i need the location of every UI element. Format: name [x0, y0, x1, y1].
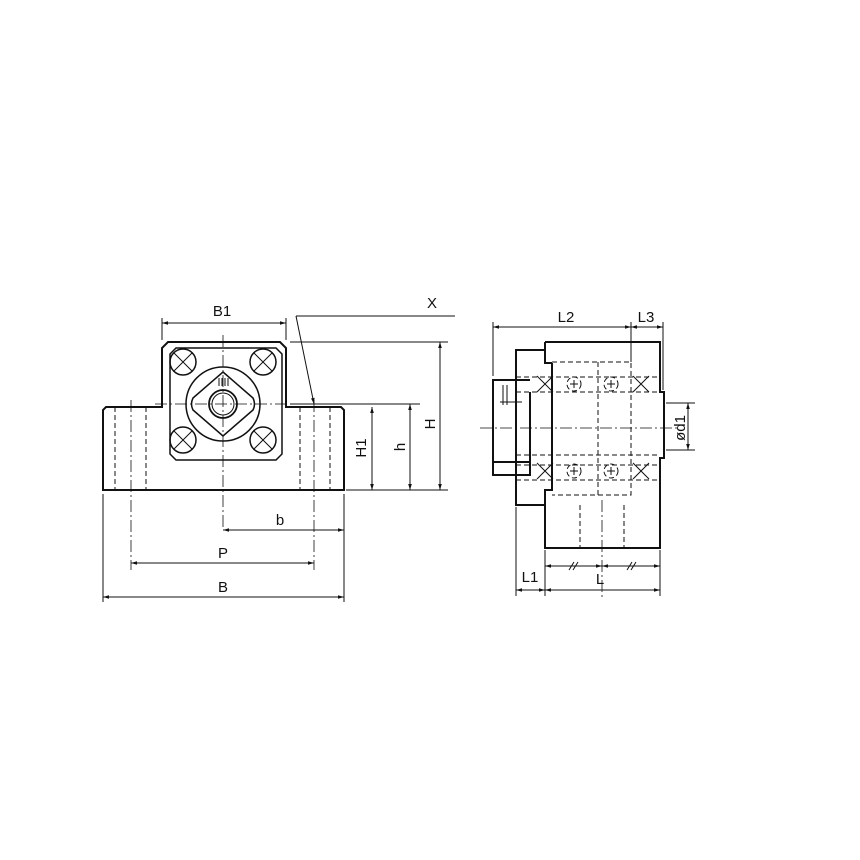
flange-outline: [169, 347, 283, 461]
label-L3: L3: [638, 309, 655, 326]
label-H1: H1: [353, 438, 370, 457]
label-H: H: [422, 419, 439, 430]
label-h: h: [392, 443, 409, 451]
bolt-holes: [169, 348, 277, 454]
label-d1: ød1: [672, 415, 689, 441]
label-b: b: [276, 512, 284, 529]
label-B: B: [218, 579, 228, 596]
side-view: L2 L3 ød1 L1 L: [480, 309, 695, 600]
equal-marks: [568, 561, 637, 571]
bearings-hidden: [516, 361, 660, 496]
label-P: P: [218, 545, 228, 562]
housing-outline: [102, 341, 345, 491]
mounting-holes-hidden: [114, 407, 331, 490]
side-body-outline: [515, 341, 665, 549]
locknut-hub: [492, 379, 531, 476]
label-L2: L2: [558, 309, 575, 326]
front-view: B1 X b P B H1 h H: [102, 295, 455, 602]
label-L: L: [596, 571, 604, 588]
label-X: X: [427, 295, 437, 312]
label-L1: L1: [522, 569, 539, 586]
label-B1: B1: [213, 303, 231, 320]
